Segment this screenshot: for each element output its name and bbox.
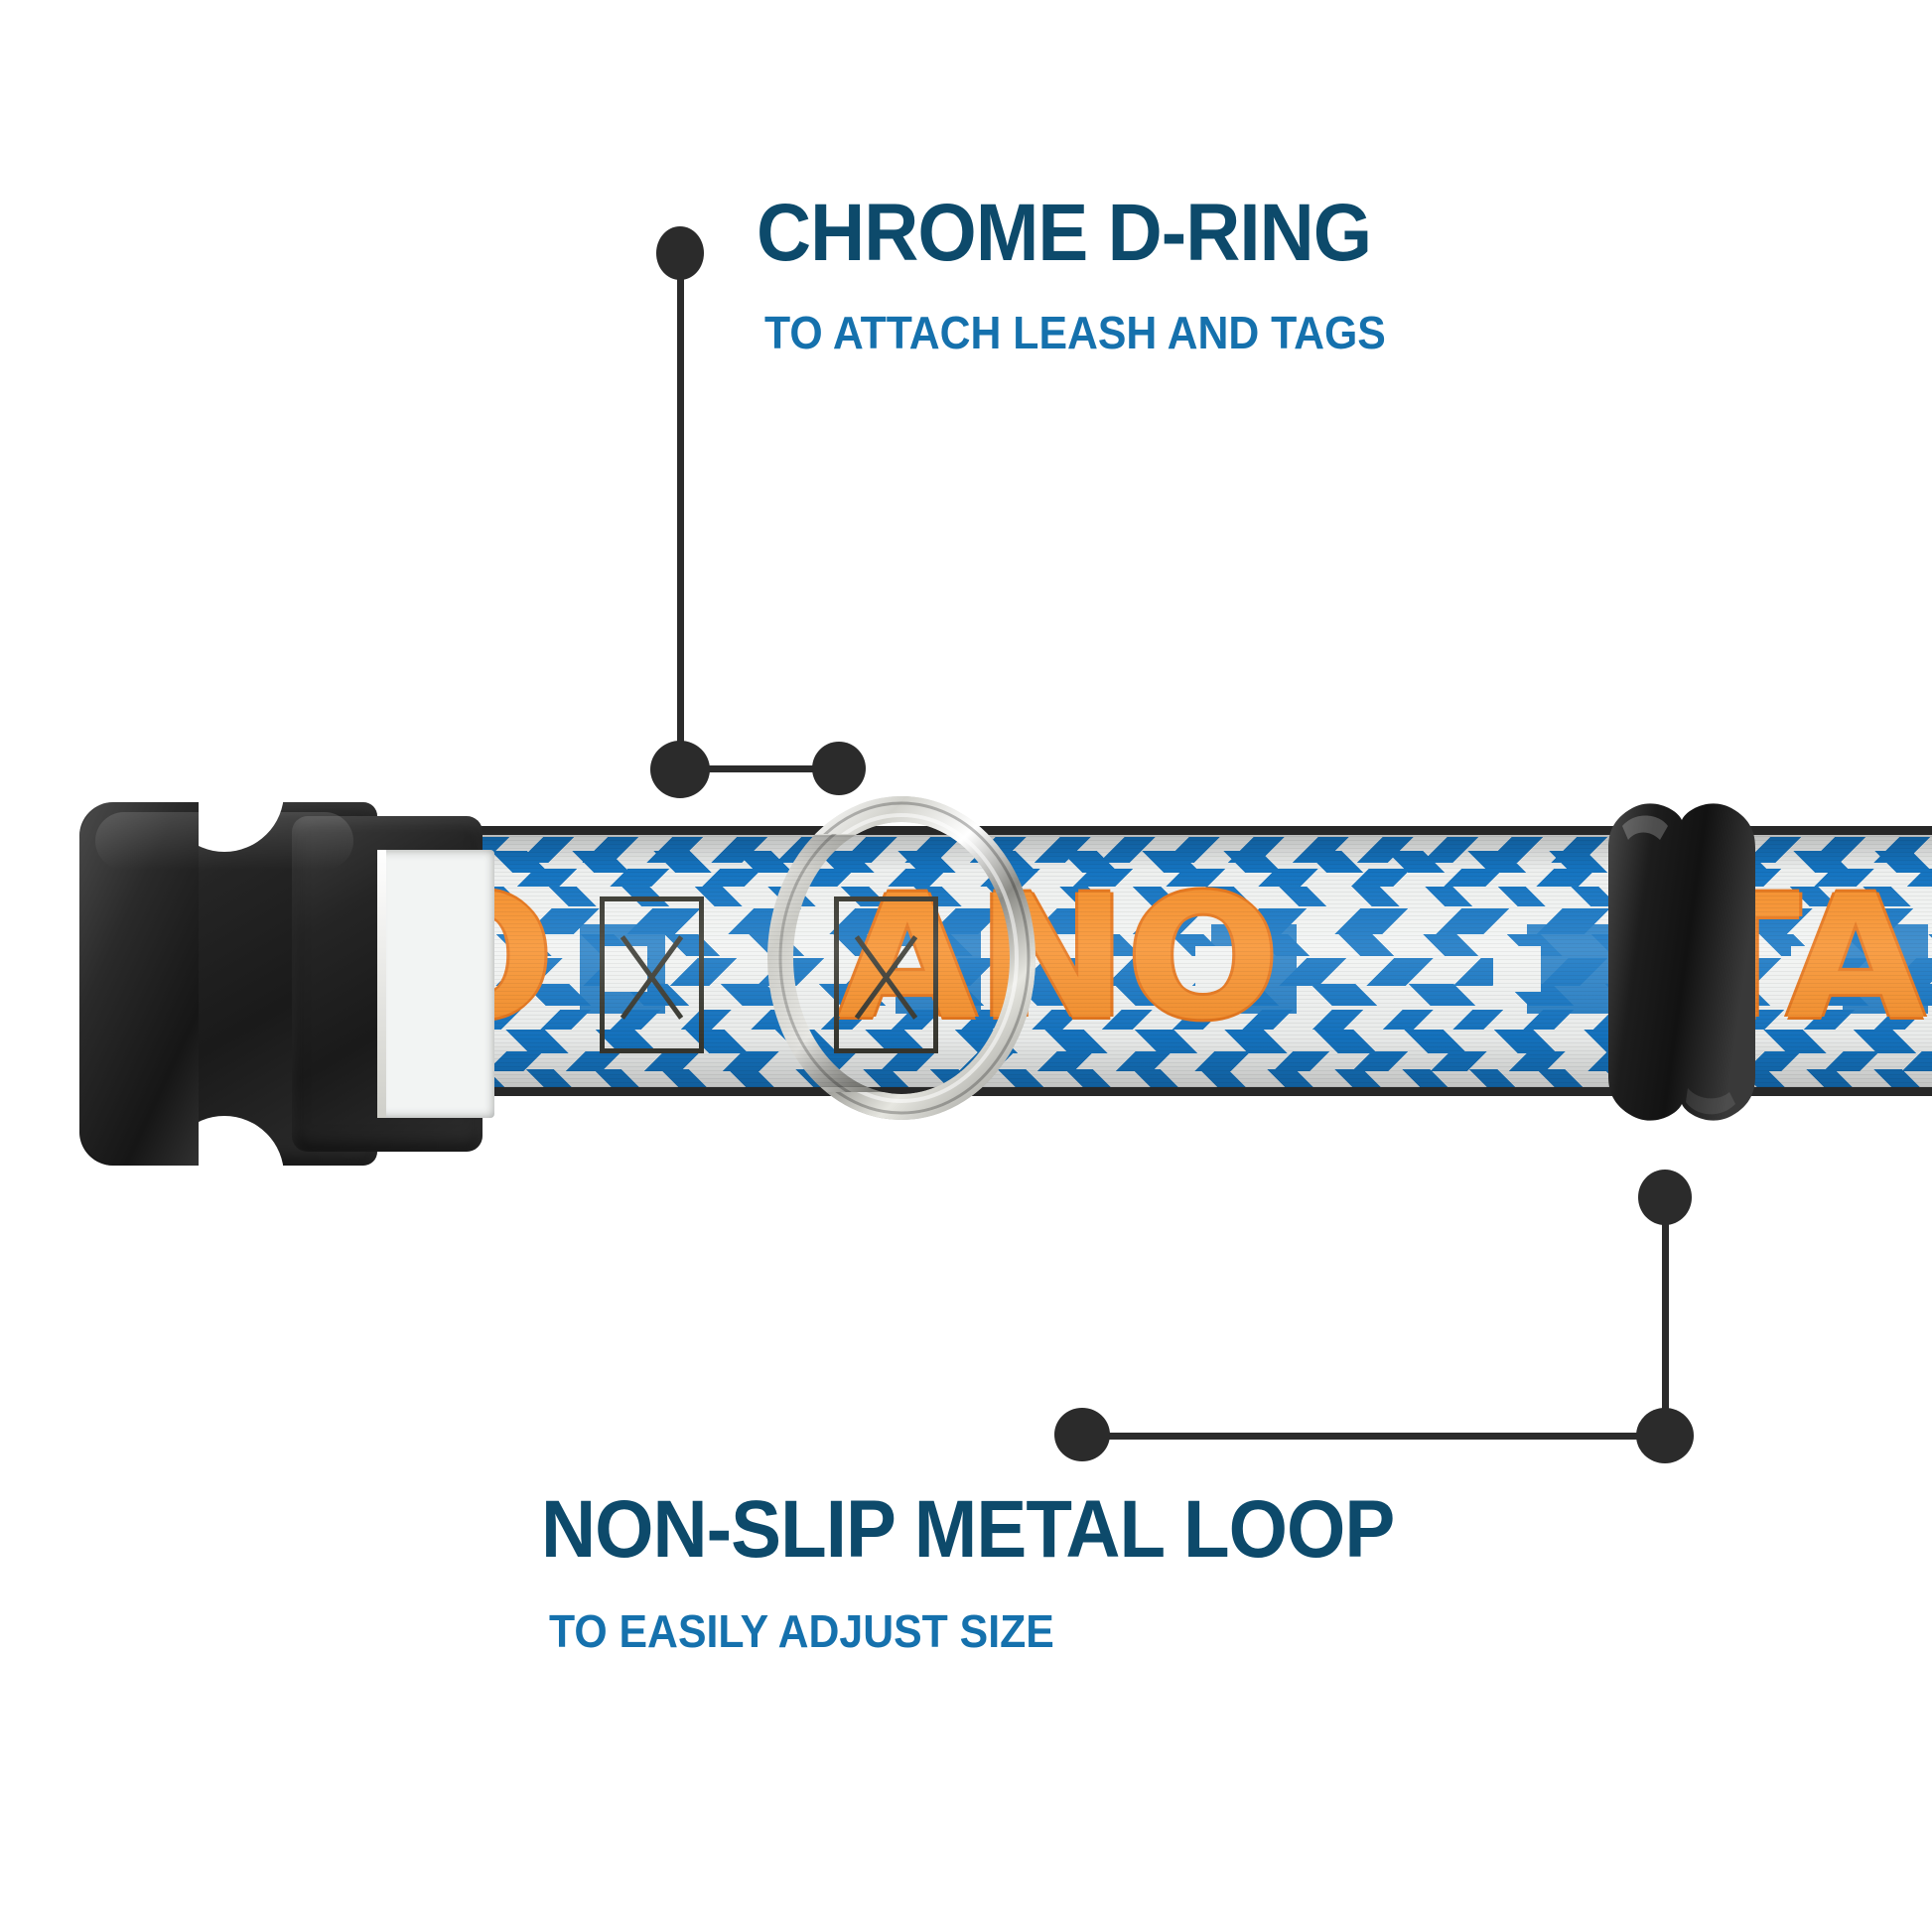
callout-leader-vertical-bottom [1662,1201,1669,1440]
callout-leader-vertical-top [677,253,684,769]
side-release-buckle [79,776,496,1191]
callout-subtitle-non-slip-metal-loop: TO EASILY ADJUST SIZE [549,1605,1054,1657]
adjuster-loop [1608,803,1755,1121]
box-x-stitch-right [834,897,938,1053]
callout-leader-horizontal-top [679,765,848,772]
buckle-left-cap [79,802,199,1166]
buckle-gloss [95,812,353,870]
callout-target-dot-top [812,742,866,795]
box-x-stitch-left [600,897,704,1053]
buckle-channel-opening [377,850,494,1118]
callout-title-chrome-d-ring: CHROME D-RING [757,188,1372,278]
callout-leader-horizontal-bottom [1082,1433,1658,1440]
callout-title-non-slip-metal-loop: NON-SLIP METAL LOOP [541,1484,1395,1575]
buckle-edge-highlight [377,850,386,1118]
d-ring [767,796,1035,1120]
callout-target-dot-bottom [1054,1408,1110,1461]
callout-subtitle-chrome-d-ring: TO ATTACH LEASH AND TAGS [764,307,1386,358]
